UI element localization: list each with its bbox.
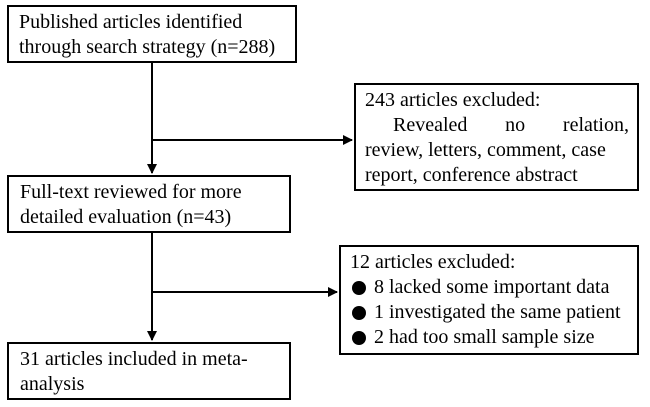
included-box: 31 articles included in meta- analysis [7, 342, 291, 400]
fulltext-box: Full-text reviewed for more detailed eva… [7, 175, 291, 233]
excluded-box-2: 12 articles excluded: 8 lacked some impo… [339, 245, 639, 355]
search-line-2: through search strategy (n=288) [19, 36, 276, 58]
excluded-2-item-text: 1 investigated the same patient [374, 301, 621, 323]
excluded-2-item: 2 had too small sample size [350, 325, 631, 350]
bullet-icon [352, 305, 366, 320]
fulltext-line-2: detailed evaluation (n=43) [20, 206, 232, 228]
excluded-1-line-2: Revealed no relation, [393, 114, 629, 136]
excluded-2-item-text: 8 lacked some important data [374, 276, 610, 298]
excluded-2-title: 12 articles excluded: [350, 251, 516, 273]
fulltext-line-1: Full-text reviewed for more [20, 181, 242, 203]
search-box: Published articles identified through se… [7, 5, 297, 63]
search-line-1: Published articles identified [19, 11, 243, 33]
excluded-2-item: 1 investigated the same patient [350, 300, 631, 325]
excluded-1-line-3: review, letters, comment, case [365, 139, 606, 161]
bullet-icon [352, 330, 366, 345]
excluded-1-line-4: report, conference abstract [365, 164, 578, 186]
excluded-1-title: 243 articles excluded: [365, 89, 541, 111]
excluded-box-1: 243 articles excluded: Revealed no relat… [354, 83, 639, 191]
bullet-icon [352, 280, 366, 295]
included-line-1: 31 articles included in meta- [20, 348, 248, 370]
included-line-2: analysis [20, 373, 85, 395]
excluded-2-item-text: 2 had too small sample size [374, 326, 595, 348]
excluded-2-item: 8 lacked some important data [350, 275, 631, 300]
